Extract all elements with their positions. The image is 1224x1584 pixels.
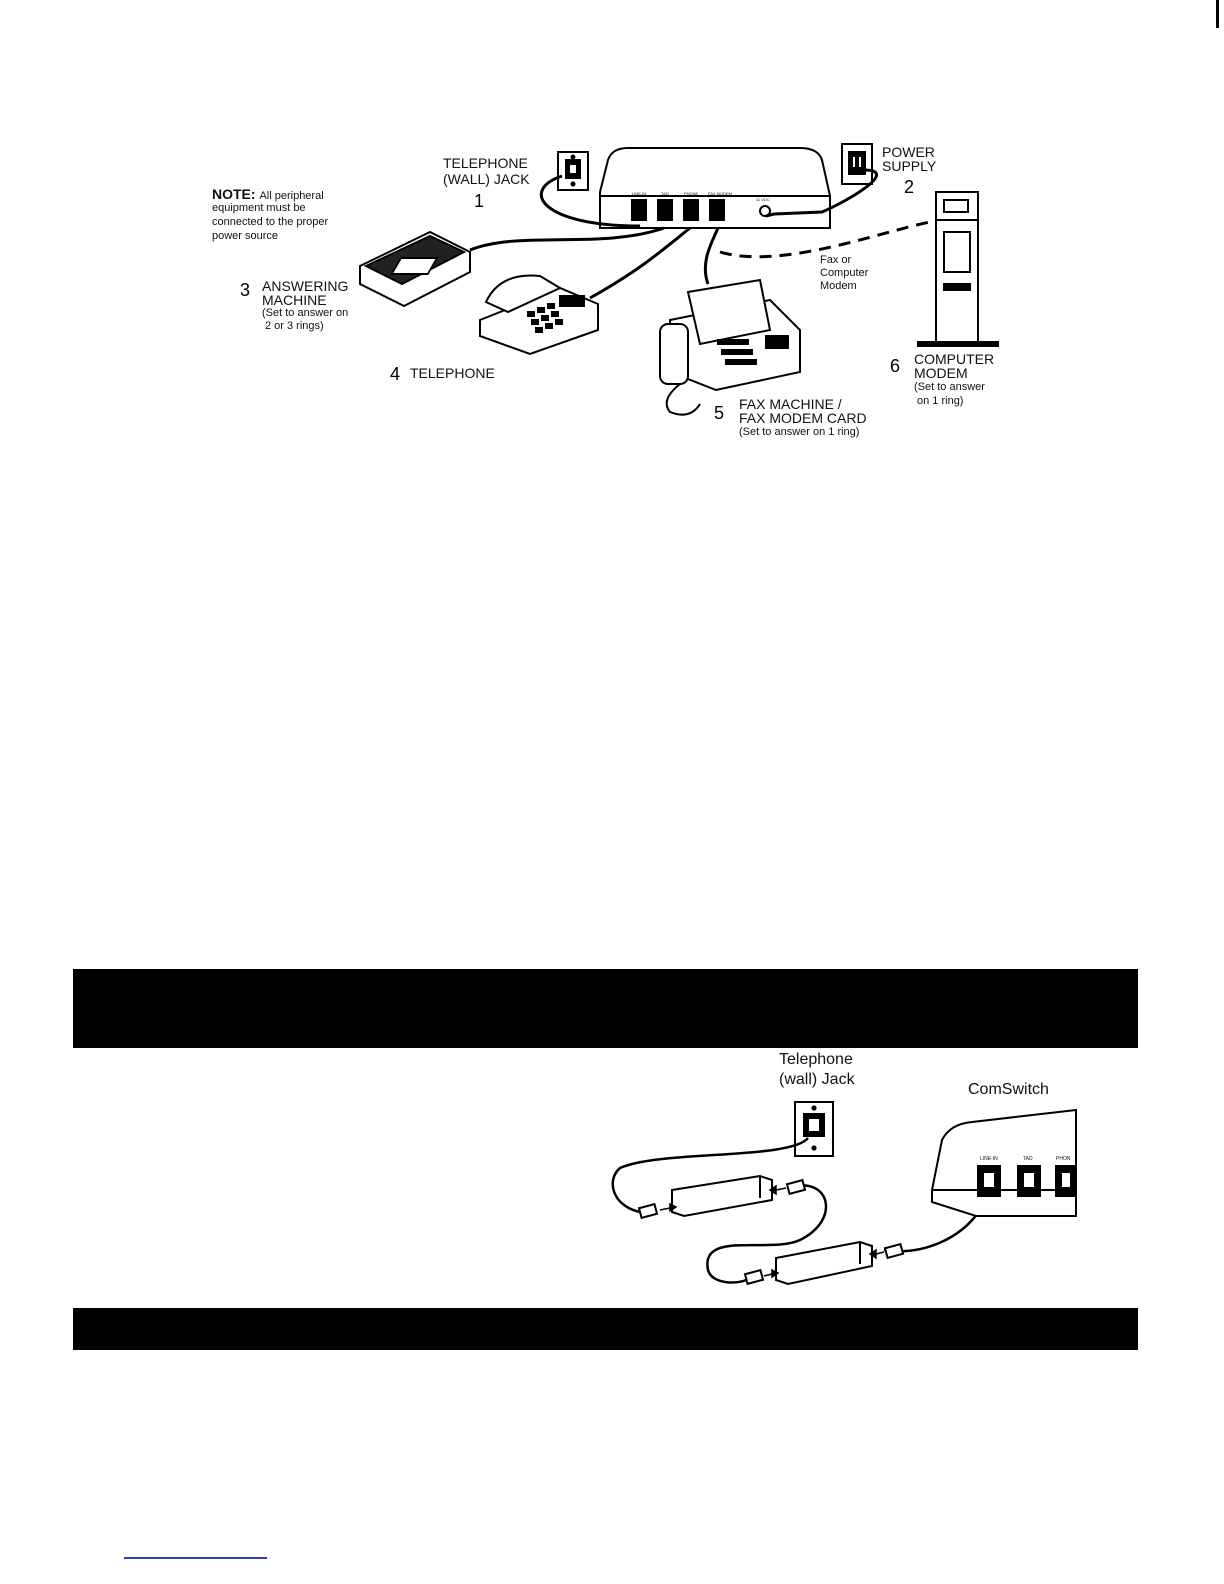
power-supply-number: 2: [904, 177, 915, 197]
footer-link-rule: [124, 1557, 267, 1559]
line-extension-diagram: Telephone (wall) Jack ComSwitch LINE-IN …: [600, 1050, 1080, 1290]
port2-label-phone: PHON: [1056, 1156, 1071, 1162]
connection-arrows: [659, 1184, 885, 1279]
computer-modem-sub-1: (Set to answer: [914, 381, 985, 393]
comswitch-label: ComSwitch: [968, 1081, 1049, 1098]
port-label-vdc: 11 VDC: [756, 197, 770, 202]
note-line-4: power source: [212, 230, 279, 242]
desk-telephone-icon: [479, 274, 599, 356]
comswitch-unit-2-icon: [931, 1108, 1077, 1217]
answering-machine-icon: [359, 230, 471, 308]
wall-jack-2-icon: [794, 1101, 834, 1157]
note-line-2: equipment must be: [212, 202, 306, 214]
connection-diagram: NOTE: All peripheral equipment must be c…: [0, 0, 1224, 470]
port-label-tad: TAD: [661, 191, 669, 196]
note-bold: NOTE:: [212, 186, 256, 202]
port2-label-tad: TAD: [1023, 1156, 1033, 1162]
power-outlet-icon: [841, 143, 873, 185]
computer-modem-sub-2: on 1 ring): [917, 395, 964, 407]
comswitch-unit-icon: [599, 147, 831, 229]
telephone-jack-label-2: (WALL) JACK: [443, 171, 530, 187]
wall-jack-label-2: (wall) Jack: [779, 1071, 855, 1088]
modem-dashed-line: [719, 220, 931, 259]
computer-modem-label-2: MODEM: [914, 365, 968, 381]
wall-jack-icon: [557, 151, 589, 191]
answering-machine-label-2: MACHINE: [262, 292, 327, 308]
answering-machine-sub-2: 2 or 3 rings): [265, 320, 324, 332]
fax-or-label-2: Computer: [820, 267, 869, 279]
answering-machine-label-1: ANSWERING: [262, 278, 349, 294]
inline-coupler-1-icon: [671, 1174, 773, 1218]
power-supply-label-2: SUPPLY: [882, 158, 937, 174]
note-line-1: All peripheral: [259, 190, 324, 202]
section-divider-bar: [73, 1308, 1138, 1350]
port-label-phone: PHONE: [684, 191, 699, 196]
computer-modem-label-1: COMPUTER: [914, 351, 995, 367]
fax-machine-number: 5: [714, 403, 725, 423]
section-header-bar: [73, 969, 1138, 1048]
page-edge-mark: [1216, 0, 1219, 28]
answering-machine-number: 3: [240, 280, 251, 300]
line-extension-diagram-art: [611, 1101, 1077, 1286]
port-label-fax-modem: FAX MODEM: [708, 191, 733, 196]
connection-diagram-art: [359, 143, 999, 416]
port2-label-line-in: LINE-IN: [980, 1156, 998, 1162]
telephone-number: 4: [390, 364, 401, 384]
fax-machine-sub: (Set to answer on 1 ring): [739, 426, 860, 438]
telephone-jack-label-1: TELEPHONE: [443, 155, 528, 171]
computer-modem-number: 6: [890, 356, 901, 376]
cables: [469, 168, 879, 300]
computer-tower-icon: [917, 191, 999, 347]
fax-machine-icon: [659, 278, 801, 416]
note-line-3: connected to the proper: [212, 216, 329, 228]
fax-or-label-1: Fax or: [820, 254, 852, 266]
fax-or-label-3: Modem: [820, 280, 857, 292]
telephone-label: TELEPHONE: [410, 365, 495, 381]
telephone-jack-number: 1: [474, 191, 485, 211]
answering-machine-sub-1: (Set to answer on: [262, 307, 349, 319]
wall-jack-label-1: Telephone: [779, 1051, 853, 1068]
fax-machine-label-1: FAX MACHINE /: [739, 396, 842, 412]
inline-coupler-2-icon: [775, 1240, 873, 1286]
fax-machine-label-2: FAX MODEM CARD: [739, 410, 867, 426]
power-supply-label-1: POWER: [882, 144, 935, 160]
port-label-line-in: LINE-IN: [632, 191, 647, 196]
